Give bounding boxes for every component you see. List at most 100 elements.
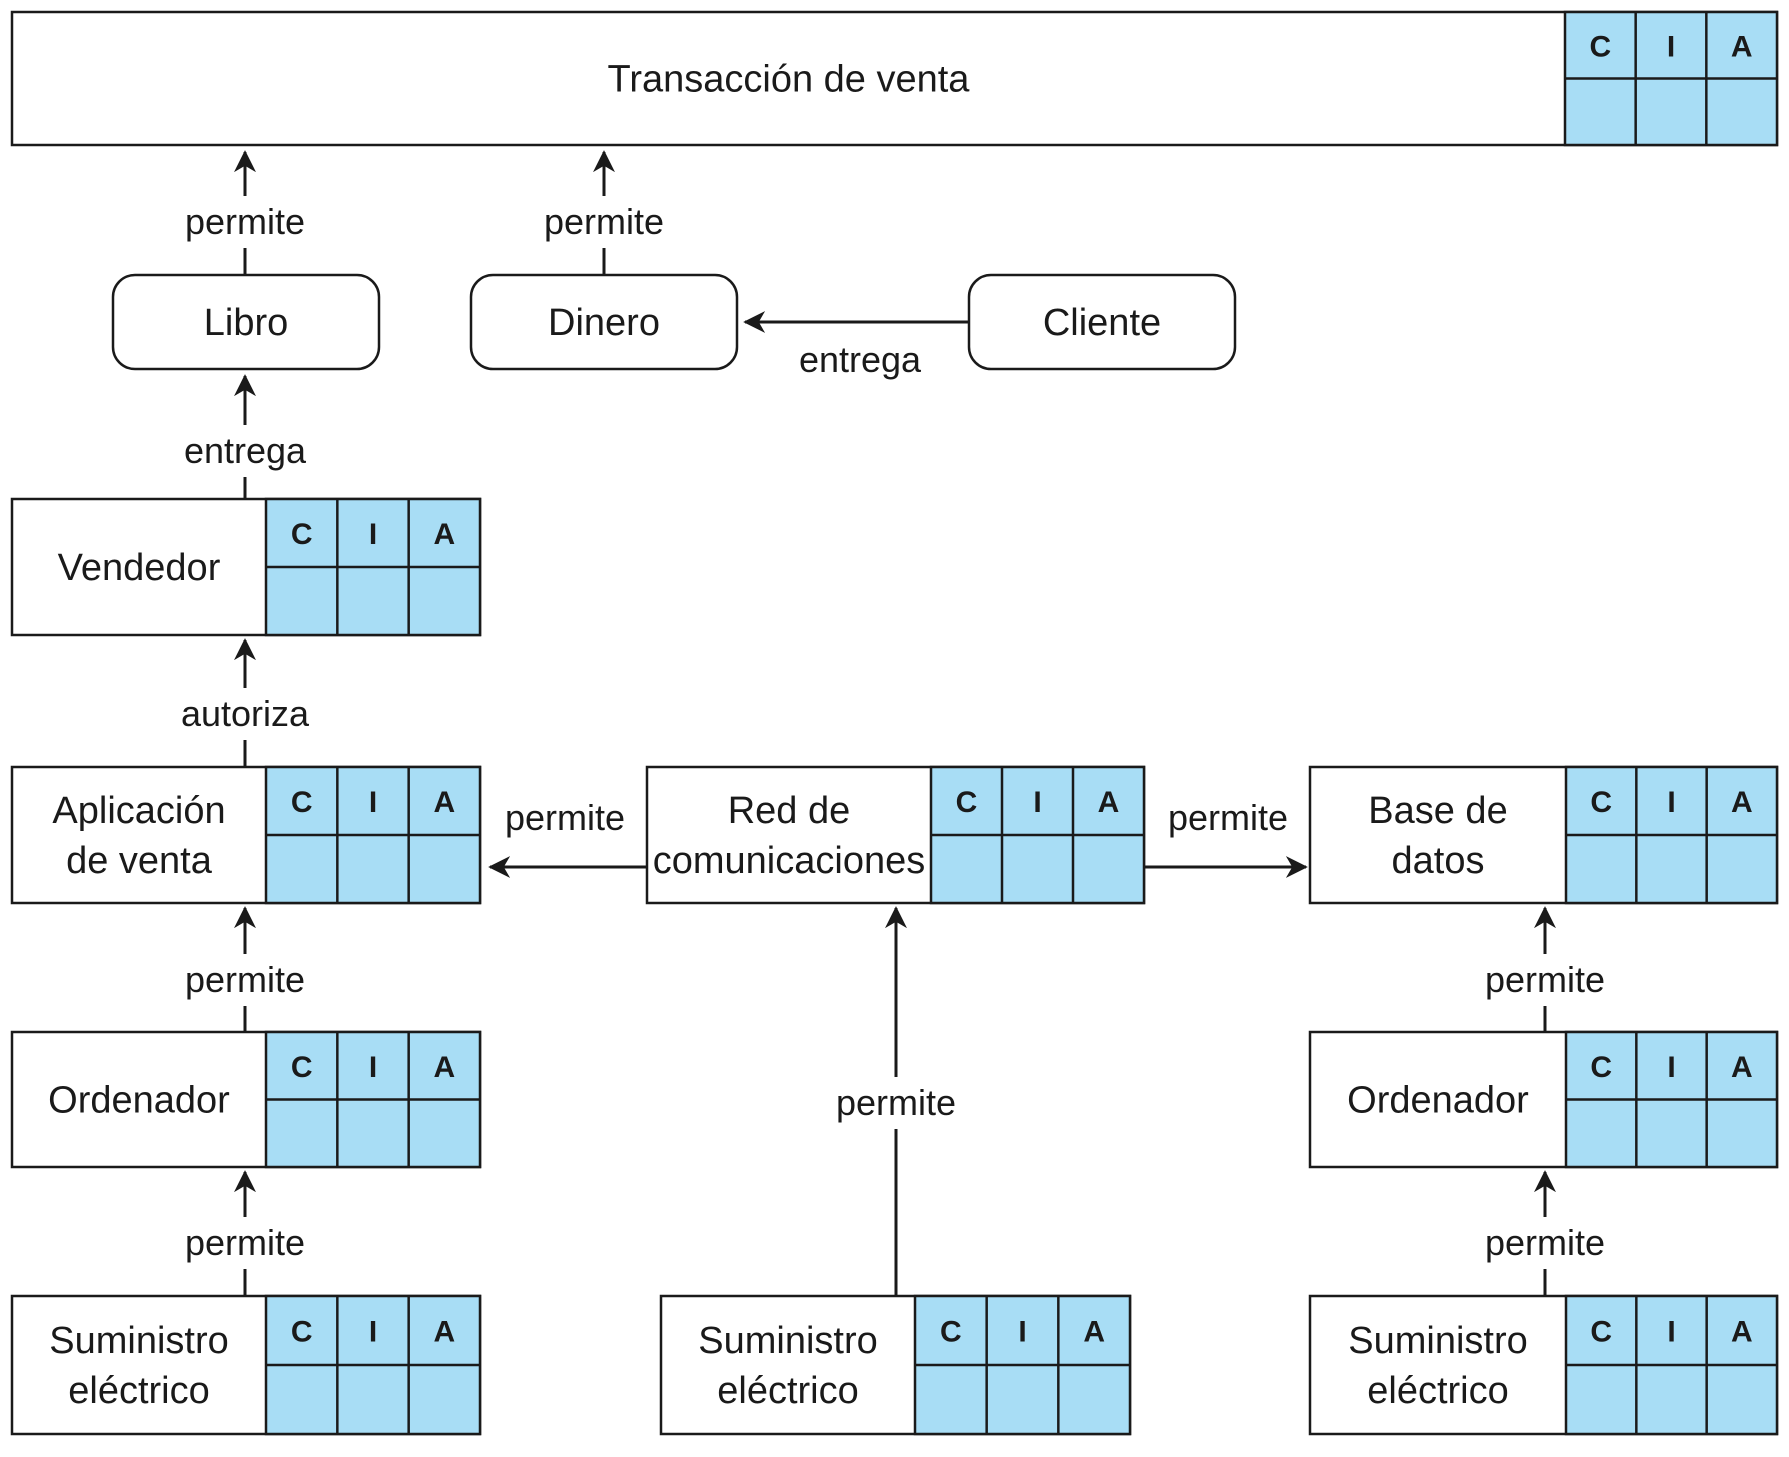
cia-label-i: I [1667, 1051, 1675, 1084]
node-suministro-der: C I A Suministro eléctrico [1308, 1294, 1779, 1436]
node-label: Cliente [1043, 302, 1161, 344]
cia-label-i: I [1018, 1316, 1026, 1349]
node-transaccion: C I A Transacción de venta [10, 10, 1779, 147]
edge-label: permite [185, 201, 305, 242]
cia-label-i: I [369, 1316, 377, 1349]
edge-label: permite [836, 1082, 956, 1123]
cia-label-i: I [369, 518, 377, 551]
cia-label-a: A [1731, 1316, 1753, 1349]
edge-dinero-to-transaccion: permite [544, 150, 664, 275]
node-ordenador-der: C I A Ordenador [1308, 1030, 1779, 1169]
node-box [469, 273, 739, 371]
edge-ordenador_der-to-base: permite [1485, 906, 1605, 1032]
edge-label: permite [185, 959, 305, 1000]
cia-label-c: C [291, 1051, 313, 1084]
node-label: Dinero [548, 302, 660, 344]
cia-label-a: A [1731, 786, 1753, 819]
cia-label-a: A [433, 518, 455, 551]
edge-label: entrega [799, 339, 922, 380]
cia-label-c: C [940, 1316, 962, 1349]
node-dinero: Dinero [469, 273, 739, 371]
node-label: Transacción de venta [608, 59, 971, 101]
edge-label: permite [505, 797, 625, 838]
cia-label-i: I [369, 1051, 377, 1084]
edge-label: permite [544, 201, 664, 242]
node-label: Vendedor [58, 547, 221, 589]
node-cliente: Cliente [967, 273, 1237, 371]
node-label: eléctrico [1367, 1370, 1509, 1412]
edge-suministro_izq-to-ordenador_izq: permite [185, 1170, 305, 1296]
cia-label-a: A [1098, 786, 1120, 819]
node-label: Suministro [1348, 1320, 1528, 1362]
cia-label-c: C [291, 1316, 313, 1349]
cia-label-i: I [1033, 786, 1041, 819]
cia-label-c: C [1590, 786, 1612, 819]
edges-layer: permite permite entrega entrega autoriza perm… [181, 150, 1605, 1296]
edge-label: permite [1485, 959, 1605, 1000]
cia-label-c: C [1590, 1316, 1612, 1349]
edge-label: permite [1485, 1222, 1605, 1263]
cia-label-c: C [291, 518, 313, 551]
cia-label-a: A [433, 1316, 455, 1349]
edge-ordenador_izq-to-aplicacion: permite [185, 906, 305, 1032]
node-ordenador-izq: C I A Ordenador [10, 1030, 482, 1169]
cia-label-i: I [1667, 786, 1675, 819]
node-label: Red de [728, 790, 851, 832]
node-vendedor: C I A Vendedor [10, 497, 482, 637]
node-label: Base de [1368, 790, 1507, 832]
edge-libro-to-transaccion: permite [185, 150, 305, 275]
cia-label-i: I [369, 786, 377, 819]
node-base: C I A Base de datos [1308, 765, 1779, 905]
cia-label-c: C [956, 786, 978, 819]
cia-label-i: I [1667, 1316, 1675, 1349]
cia-label-a: A [1731, 1051, 1753, 1084]
cia-label-c: C [291, 786, 313, 819]
node-box [111, 273, 381, 371]
node-libro: Libro [111, 273, 381, 371]
edge-label: permite [185, 1222, 305, 1263]
edge-suministro_centro-to-red: permite [836, 906, 956, 1296]
node-label: Libro [204, 302, 289, 344]
node-box [967, 273, 1237, 371]
edge-red-to-aplicacion: permite [488, 797, 647, 878]
edge-label: permite [1168, 797, 1288, 838]
edge-vendedor-to-libro: entrega [184, 374, 307, 499]
node-label: Suministro [49, 1320, 229, 1362]
cia-label-a: A [433, 786, 455, 819]
cia-label-a: A [1731, 30, 1753, 63]
cia-label-a: A [1083, 1316, 1105, 1349]
node-label: eléctrico [68, 1370, 210, 1412]
cia-label-c: C [1589, 30, 1611, 63]
node-label: eléctrico [717, 1370, 859, 1412]
edge-label: autoriza [181, 693, 310, 734]
node-label: datos [1392, 840, 1485, 882]
node-label: Ordenador [48, 1080, 230, 1122]
node-label: comunicaciones [653, 840, 925, 882]
edge-red-to-base: permite [1144, 797, 1308, 878]
edge-label: entrega [184, 430, 307, 471]
cia-label-i: I [1667, 30, 1675, 63]
edge-cliente-to-dinero: entrega [743, 311, 969, 380]
node-box [10, 10, 1779, 147]
node-red: C I A Red de comunicaciones [645, 765, 1146, 905]
node-label: de venta [66, 840, 213, 882]
edge-aplicacion-to-vendedor: autoriza [181, 638, 310, 767]
node-label: Ordenador [1347, 1080, 1529, 1122]
edge-suministro_der-to-ordenador_der: permite [1485, 1170, 1605, 1296]
node-suministro-izq: C I A Suministro eléctrico [10, 1294, 482, 1436]
cia-label-a: A [433, 1051, 455, 1084]
cia-label-c: C [1590, 1051, 1612, 1084]
